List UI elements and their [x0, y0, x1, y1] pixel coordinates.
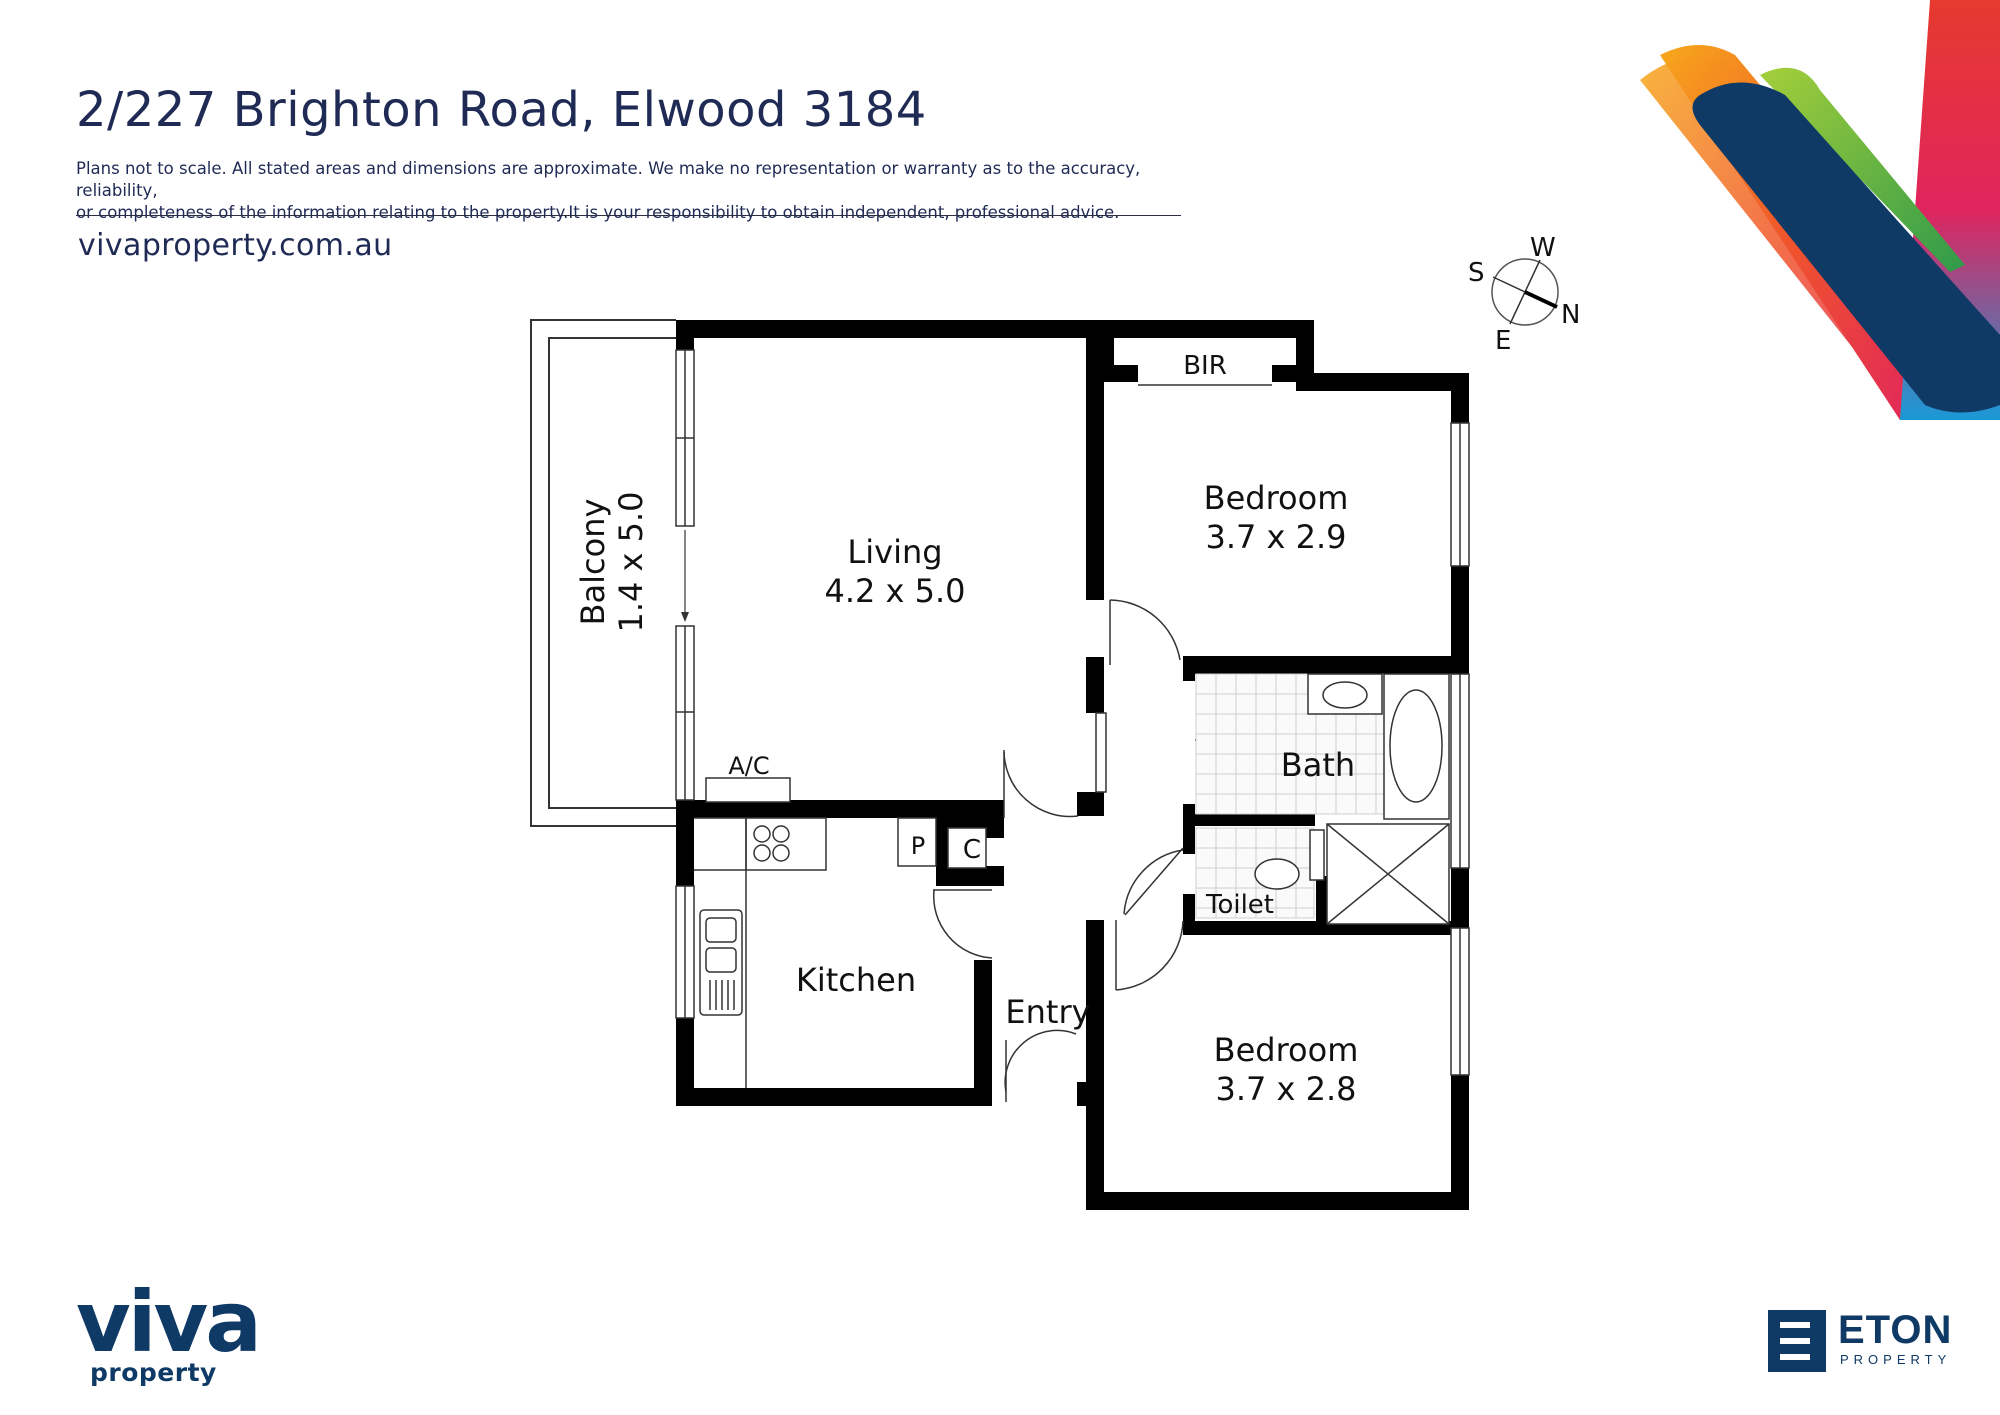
bedroom1-label: Bedroom: [1204, 479, 1349, 517]
drainer-icon: [709, 980, 735, 1010]
compass-north-needle: [1524, 290, 1558, 309]
sliding-door-arrow: [681, 530, 689, 622]
bedroom1-dims: 3.7 x 2.9: [1205, 518, 1346, 556]
cooktop: [745, 817, 827, 871]
compass-e: E: [1495, 326, 1511, 356]
living-label: Living: [847, 533, 942, 571]
bir-label: BIR: [1183, 351, 1227, 381]
ac-unit: [705, 777, 791, 803]
toilet-icon: [1254, 858, 1300, 890]
pantry-label: P: [911, 832, 925, 860]
window-hall: [1095, 712, 1107, 793]
disclaimer: Plans not to scale. All stated areas and…: [76, 158, 1196, 224]
compass-s: S: [1468, 258, 1485, 288]
ribbon-orange-back: [1640, 57, 1935, 421]
eton-logo-sub: PROPERTY: [1840, 1352, 1952, 1367]
eton-mark-icon: [1768, 1310, 1826, 1372]
kitchen-label: Kitchen: [796, 961, 916, 999]
compass-axis-s: [1492, 276, 1526, 293]
balcony: [530, 319, 676, 827]
bathtub-icon: [1389, 689, 1443, 803]
balcony-label: Balcony: [574, 499, 612, 626]
cooktop-burner-icon: [772, 825, 790, 843]
cooktop-burner-icon: [772, 844, 790, 862]
eton-logo-word: ETON: [1838, 1308, 1953, 1352]
eton-logo: ETON PROPERTY: [1768, 1310, 1953, 1372]
windows: [675, 349, 1470, 1076]
kitchen-bench: [694, 869, 747, 1088]
cooktop-burner-icon: [753, 844, 771, 862]
entry-label: Entry: [1005, 993, 1090, 1031]
compass-circle: [1491, 258, 1559, 326]
sink-bowl-icon: [705, 947, 737, 973]
toilet-label: Toilet: [1205, 890, 1274, 920]
bedroom2-dims: 3.7 x 2.8: [1215, 1070, 1356, 1108]
bedroom2-label: Bedroom: [1214, 1031, 1359, 1069]
pantry: [897, 817, 937, 867]
viva-logo-word: viva: [76, 1273, 262, 1371]
basin-icon: [1322, 681, 1368, 709]
cupboard: [947, 827, 987, 869]
cupboard-label: C: [963, 835, 981, 865]
disclaimer-line-1: Plans not to scale. All stated areas and…: [76, 159, 1141, 200]
balcony-dims: 1.4 x 5.0: [612, 491, 650, 632]
ribbon-green: [1760, 67, 1965, 273]
sink-bowl-icon: [705, 917, 737, 943]
compass-w: W: [1530, 233, 1556, 263]
brand-ribbon-graphic: [1640, 0, 2000, 421]
room-labels: Living 4.2 x 5.0 Bedroom 3.7 x 2.9 Bedro…: [574, 351, 1358, 1108]
viva-logo: viva property: [76, 1273, 262, 1387]
ribbon-navy: [1692, 82, 2000, 413]
header-divider: [76, 215, 1181, 216]
viva-logo-sub: property: [90, 1358, 217, 1387]
cooktop-burner-icon: [753, 825, 771, 843]
cistern: [1309, 829, 1325, 881]
property-address: 2/227 Brighton Road, Elwood 3184: [76, 82, 927, 138]
website-link[interactable]: vivaproperty.com.au: [78, 228, 393, 263]
disclaimer-line-2: or completeness of the information relat…: [76, 203, 1120, 222]
compass-n: N: [1561, 300, 1580, 330]
compass: W S N E: [1468, 233, 1580, 356]
ac-label: A/C: [728, 752, 769, 780]
living-dims: 4.2 x 5.0: [824, 572, 965, 610]
bath-label: Bath: [1281, 746, 1355, 784]
fixtures: [694, 673, 1450, 1088]
